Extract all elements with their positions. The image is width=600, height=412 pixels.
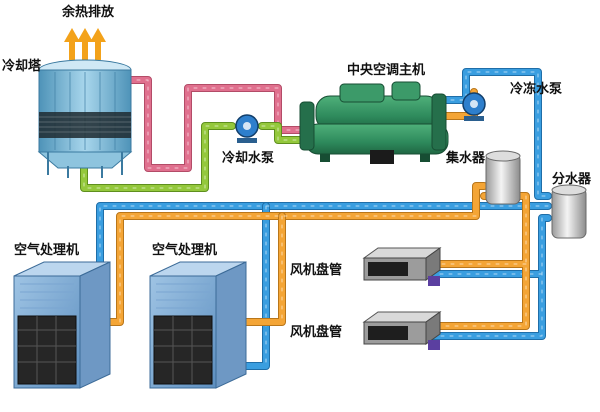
label-ahu-1: 空气处理机 bbox=[14, 242, 79, 258]
label-water-distributor: 分水器 bbox=[552, 171, 592, 187]
fan-coil-unit-1 bbox=[362, 247, 442, 286]
label-fcu-2: 风机盘管 bbox=[290, 324, 342, 340]
heat-arrow-icon bbox=[77, 28, 93, 60]
label-waste-heat: 余热排放 bbox=[61, 4, 115, 20]
label-fcu-1: 风机盘管 bbox=[290, 262, 342, 278]
water-collector-tank bbox=[485, 150, 521, 205]
waste-heat-arrows bbox=[64, 28, 106, 60]
heat-arrow-icon bbox=[90, 28, 106, 60]
water-distributor-tank bbox=[551, 184, 587, 239]
label-ahu-2: 空气处理机 bbox=[152, 242, 217, 258]
central-chiller bbox=[299, 81, 449, 164]
tower-fill-louver bbox=[39, 112, 131, 138]
label-cooling-water-pump: 冷却水泵 bbox=[222, 150, 274, 166]
cooling-water-pump bbox=[235, 114, 259, 143]
label-chilled-water-pump: 冷冻水泵 bbox=[510, 81, 562, 97]
label-water-collector: 集水器 bbox=[445, 150, 486, 166]
fan-coil-unit-2 bbox=[362, 311, 442, 350]
cooling-tower bbox=[37, 59, 133, 178]
air-handling-unit-2 bbox=[149, 261, 247, 389]
label-chiller: 中央空调主机 bbox=[347, 62, 425, 78]
heat-arrow-icon bbox=[64, 28, 80, 60]
chilled-water-pump bbox=[462, 92, 486, 121]
label-cooling-tower: 冷却塔 bbox=[2, 58, 42, 74]
air-handling-unit-1 bbox=[13, 261, 111, 389]
cooling-return-pipe bbox=[80, 122, 309, 192]
